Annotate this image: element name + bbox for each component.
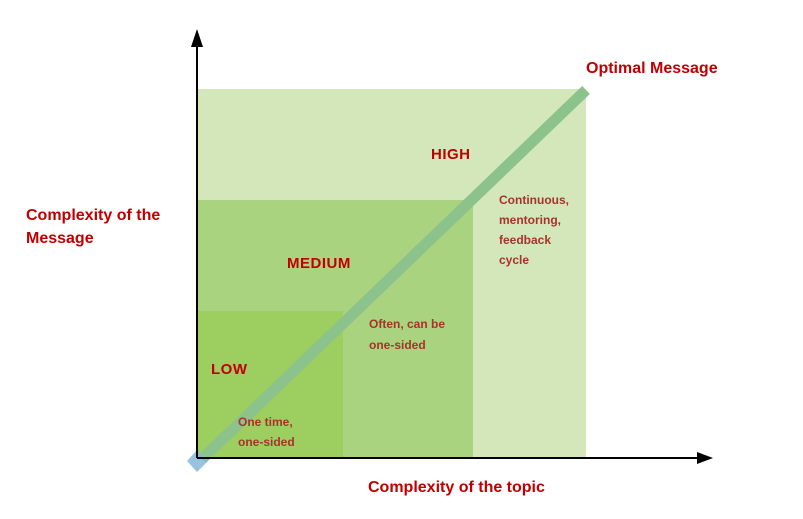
zone-medium-note: Often, can be one-sided: [369, 317, 446, 352]
optimal-message-label: Optimal Message: [586, 60, 718, 77]
y-axis-label: Complexity of the Message: [26, 207, 161, 247]
x-axis-label: Complexity of the topic: [368, 479, 545, 496]
y-axis: [191, 29, 203, 458]
zone-low-note: One time, one-sided: [238, 415, 295, 449]
line-start-diamond-icon: [187, 450, 208, 472]
optimal-message-line: [198, 86, 590, 463]
y-axis-arrow-icon: [191, 29, 203, 47]
zone-low-label: LOW: [211, 361, 248, 378]
zone-medium-label: MEDIUM: [287, 255, 351, 272]
x-axis-arrow-icon: [697, 452, 713, 464]
zone-high-note: Continuous, mentoring, feedback cycle: [499, 193, 569, 267]
x-axis: [197, 452, 713, 464]
zone-high-label: HIGH: [431, 146, 471, 163]
